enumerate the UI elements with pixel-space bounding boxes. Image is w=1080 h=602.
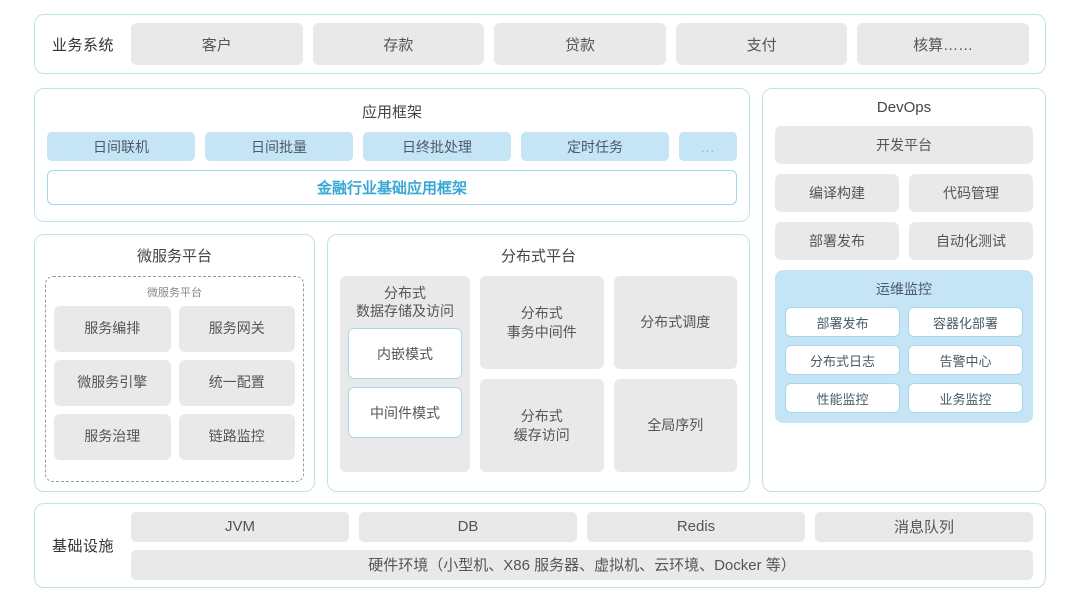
distributed-platform-body: 分布式 数据存储及访问 内嵌模式 中间件模式 分布式 事务中间件 (340, 276, 737, 472)
microservice-platform-subtitle: 微服务平台 (147, 287, 202, 299)
distributed-cell-text: 分布式 缓存访问 (514, 407, 570, 443)
infrastructure-label: 基础设施 (51, 538, 114, 555)
application-framework-card: 应用框架 日间联机 日间批量 日终批处理 定时任务 ... 金融行业基础应用框架 (34, 88, 750, 222)
ops-monitor-item[interactable]: 部署发布 (785, 307, 900, 337)
hardware-environment-item[interactable]: 硬件环境（小型机、X86 服务器、虚拟机、云环境、Docker 等） (131, 549, 1033, 580)
app-framework-chip[interactable]: 日终批处理 (363, 132, 511, 161)
infrastructure-item[interactable]: 消息队列 (815, 511, 1033, 542)
app-framework-chip[interactable]: 日间批量 (205, 132, 353, 161)
devops-title: DevOps (876, 99, 932, 116)
business-system-item[interactable]: 存款 (312, 23, 485, 65)
microservice-item[interactable]: 微服务引擎 (54, 360, 171, 406)
app-framework-chip[interactable]: 日间联机 (47, 132, 195, 161)
platform-column: 应用框架 日间联机 日间批量 日终批处理 定时任务 ... 金融行业基础应用框架… (34, 88, 750, 492)
microservice-item[interactable]: 服务网关 (178, 306, 295, 352)
distributed-storage-mode[interactable]: 中间件模式 (348, 387, 462, 439)
business-system-item[interactable]: 客户 (131, 23, 303, 65)
business-systems-label: 业务系统 (51, 36, 114, 54)
ops-monitor-item[interactable]: 容器化部署 (908, 307, 1023, 337)
devops-item[interactable]: 编译构建 (775, 174, 899, 212)
distributed-cell[interactable]: 分布式 事务中间件 (480, 276, 604, 369)
microservice-item[interactable]: 统一配置 (178, 360, 295, 406)
app-framework-chip[interactable]: 定时任务 (521, 132, 669, 161)
distributed-cell-line1: 分布式 (520, 408, 563, 425)
infrastructure-row: 基础设施 JVM DB Redis 消息队列 硬件环境（小型机、X86 服务器、… (34, 503, 1046, 588)
microservice-items-grid: 服务编排 服务网关 微服务引擎 统一配置 服务治理 链路监控 (54, 306, 295, 460)
application-framework-title: 应用框架 (361, 104, 422, 121)
ops-monitor-item[interactable]: 告警中心 (908, 345, 1023, 375)
infrastructure-item[interactable]: DB (359, 511, 577, 542)
microservice-platform-title: 微服务平台 (136, 248, 212, 265)
distributed-cell-line1: 分布式 (520, 305, 563, 322)
distributed-platform-card: 分布式平台 分布式 数据存储及访问 内嵌模式 中间件模式 分布式 (327, 234, 750, 492)
infrastructure-item[interactable]: Redis (587, 511, 805, 542)
business-system-item[interactable]: 支付 (675, 23, 848, 65)
infrastructure-chips: JVM DB Redis 消息队列 (131, 511, 1033, 542)
devops-item[interactable]: 自动化测试 (909, 222, 1033, 260)
ops-monitor-item[interactable]: 性能监控 (785, 383, 900, 413)
ops-monitor-grid: 部署发布 容器化部署 分布式日志 告警中心 性能监控 业务监控 (785, 307, 1023, 413)
devops-item[interactable]: 部署发布 (775, 222, 899, 260)
financial-base-framework-banner: 金融行业基础应用框架 (47, 170, 737, 205)
distributed-cell-line1: 分布式调度 (640, 314, 711, 331)
infrastructure-body: JVM DB Redis 消息队列 硬件环境（小型机、X86 服务器、虚拟机、云… (131, 511, 1033, 580)
ops-monitor-item[interactable]: 分布式日志 (785, 345, 900, 375)
microservice-item[interactable]: 服务治理 (54, 414, 171, 460)
microservice-item[interactable]: 服务编排 (54, 306, 171, 352)
middle-section: 应用框架 日间联机 日间批量 日终批处理 定时任务 ... 金融行业基础应用框架… (34, 88, 1046, 492)
distributed-storage-title-line2: 数据存储及访问 (356, 303, 454, 320)
devops-card: DevOps 开发平台 编译构建 代码管理 部署发布 自动化测试 运维监控 部署… (762, 88, 1046, 492)
distributed-cells-grid: 分布式 事务中间件 分布式调度 分布式 缓存访问 (480, 276, 737, 472)
ops-monitor-title: 运维监控 (876, 281, 932, 297)
ops-monitor-panel: 运维监控 部署发布 容器化部署 分布式日志 告警中心 性能监控 业务监控 (775, 270, 1033, 423)
business-systems-row: 业务系统 客户 存款 贷款 支付 核算…… (34, 14, 1046, 74)
devops-platform-item[interactable]: 开发平台 (775, 126, 1033, 164)
distributed-storage-title: 分布式 数据存储及访问 (348, 284, 462, 320)
microservice-item[interactable]: 链路监控 (178, 414, 295, 460)
distributed-storage-group: 分布式 数据存储及访问 内嵌模式 中间件模式 (340, 276, 470, 472)
distributed-cell-line2: 缓存访问 (513, 426, 570, 443)
distributed-cell-line2: 事务中间件 (506, 323, 577, 340)
business-system-item[interactable]: 核算…… (857, 23, 1029, 65)
microservice-platform-card: 微服务平台 微服务平台 服务编排 服务网关 微服务引擎 统一配置 服务治理 链路… (34, 234, 315, 492)
infrastructure-item[interactable]: JVM (131, 511, 349, 542)
distributed-storage-title-line1: 分布式 (384, 285, 426, 301)
microservice-platform-inner: 微服务平台 服务编排 服务网关 微服务引擎 统一配置 服务治理 链路监控 (45, 276, 304, 482)
distributed-cell[interactable]: 分布式调度 (613, 276, 737, 369)
ops-monitor-item[interactable]: 业务监控 (908, 383, 1023, 413)
business-system-item[interactable]: 贷款 (494, 23, 666, 65)
distributed-cell-text: 分布式调度 (640, 313, 710, 331)
application-framework-chips: 日间联机 日间批量 日终批处理 定时任务 ... (47, 132, 737, 161)
app-framework-more-chip[interactable]: ... (679, 132, 737, 161)
devops-items-grid: 编译构建 代码管理 部署发布 自动化测试 (775, 174, 1033, 260)
distributed-cell-text: 全局序列 (647, 416, 703, 434)
distributed-cell[interactable]: 全局序列 (613, 379, 737, 472)
devops-item[interactable]: 代码管理 (909, 174, 1033, 212)
distributed-cell-text: 分布式 事务中间件 (507, 304, 577, 340)
distributed-cell-line1: 全局序列 (647, 417, 704, 434)
distributed-storage-mode[interactable]: 内嵌模式 (348, 328, 462, 380)
business-systems-items: 客户 存款 贷款 支付 核算…… (131, 23, 1033, 65)
distributed-platform-title: 分布式平台 (500, 248, 576, 265)
distributed-cell[interactable]: 分布式 缓存访问 (480, 379, 604, 472)
